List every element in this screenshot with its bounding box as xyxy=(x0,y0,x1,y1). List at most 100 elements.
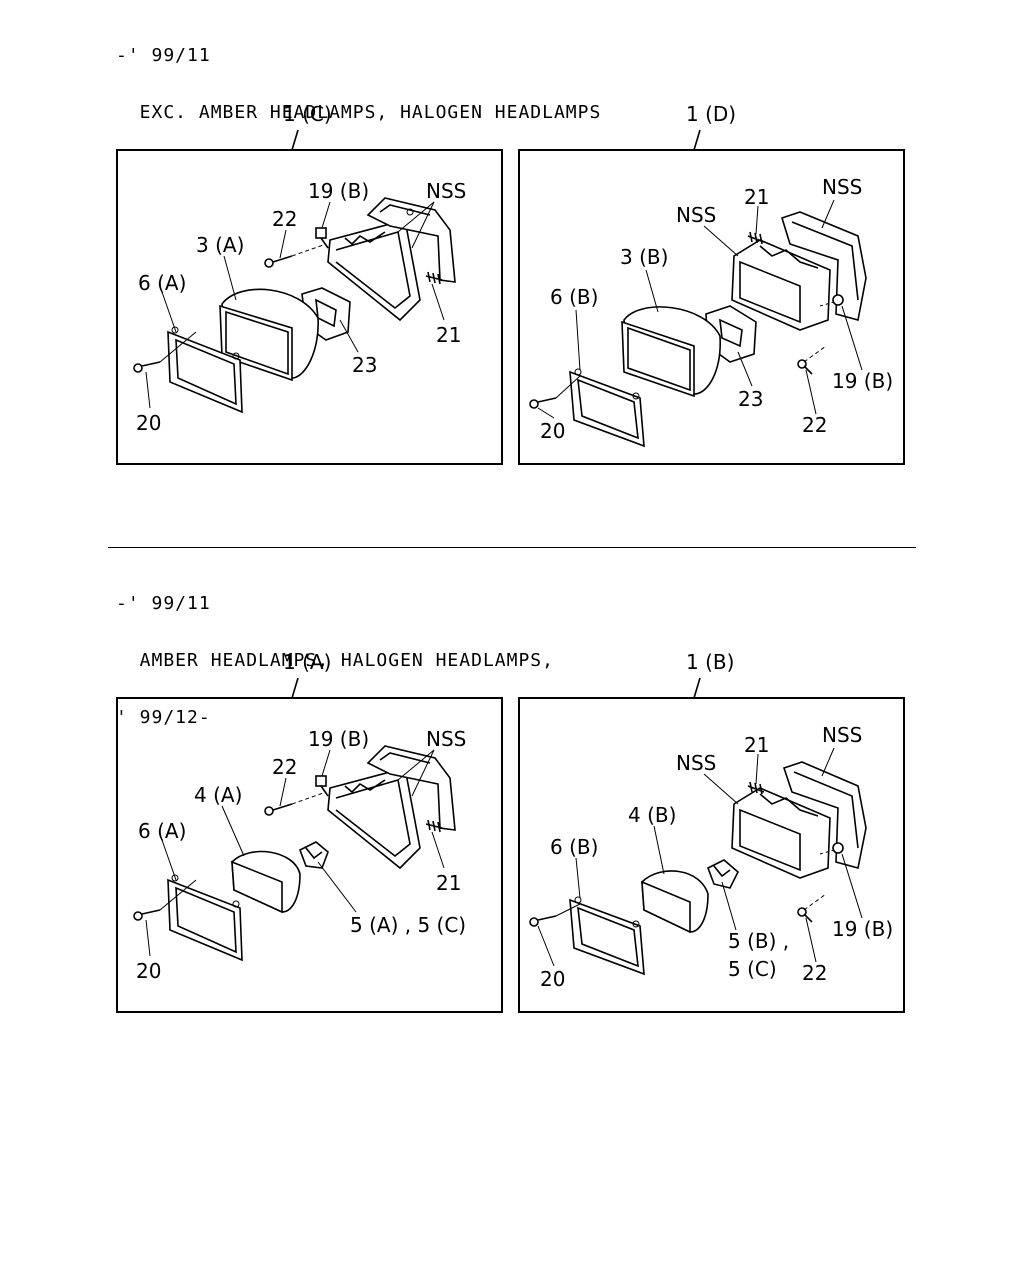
screw-20 xyxy=(133,879,197,921)
panel-a-frame xyxy=(116,697,503,1013)
label-22: 22 xyxy=(802,413,827,437)
leader-6b xyxy=(575,309,581,371)
nss-bracket xyxy=(781,211,867,321)
label-nss-1: NSS xyxy=(822,723,862,747)
leader-21 xyxy=(755,753,759,785)
sealed-beam-3b xyxy=(621,306,721,398)
leader-5 xyxy=(317,861,357,913)
label-5c: 5 (C) xyxy=(728,957,777,981)
leader-nss-2 xyxy=(411,749,435,797)
label-nss: NSS xyxy=(426,727,466,751)
label-21: 21 xyxy=(744,733,769,757)
section2-date-end: ' 99/12- xyxy=(116,707,211,728)
screw-22 xyxy=(264,243,327,268)
leader-20 xyxy=(537,407,555,419)
screw-21 xyxy=(747,231,765,245)
leader-19b xyxy=(841,305,863,371)
label-20: 20 xyxy=(540,419,565,443)
lens-4b xyxy=(641,870,709,934)
label-3a: 3 (A) xyxy=(196,233,244,257)
panel-d-frame xyxy=(518,149,905,465)
leader-21 xyxy=(431,831,445,869)
panel-a-drawing: 19 (B) NSS 22 4 (A) 6 (A) 21 5 (A) , 5 (… xyxy=(133,727,466,983)
panel-c-title: 1 (C) xyxy=(283,102,332,126)
leader-21 xyxy=(431,283,445,321)
screw-20 xyxy=(529,903,581,927)
screw-19b xyxy=(315,227,329,249)
leader-4a xyxy=(221,805,245,857)
label-4a: 4 (A) xyxy=(194,783,242,807)
panel-c-frame xyxy=(116,149,503,465)
label-6a: 6 (A) xyxy=(138,819,186,843)
panel-a-title-leader xyxy=(291,677,299,699)
label-20: 20 xyxy=(136,959,161,983)
label-nss-1: NSS xyxy=(822,175,862,199)
section2-date: -' 99/11 xyxy=(116,593,211,614)
leader-22 xyxy=(805,369,817,415)
section1-header: -' 99/11 EXC. AMBER HEADLAMPS, HALOGEN H… xyxy=(116,8,601,141)
leader-nss-1 xyxy=(397,201,435,233)
label-3b: 3 (B) xyxy=(620,245,668,269)
leader-19b xyxy=(321,749,331,777)
leader-nss-1 xyxy=(397,749,435,781)
leader-nss-1 xyxy=(821,199,835,229)
leader-4b xyxy=(653,825,665,875)
panel-b-title: 1 (B) xyxy=(686,650,735,674)
panel-c-title-leader xyxy=(291,129,299,151)
label-6a: 6 (A) xyxy=(138,271,186,295)
leader-5 xyxy=(721,881,737,931)
label-5: 5 (A) , 5 (C) xyxy=(350,913,466,937)
label-6b: 6 (B) xyxy=(550,835,598,859)
label-22: 22 xyxy=(272,755,297,779)
leader-21 xyxy=(755,205,759,235)
leader-nss-2 xyxy=(703,225,739,257)
label-23: 23 xyxy=(352,353,377,377)
section-divider xyxy=(108,547,916,548)
housing-bucket xyxy=(731,787,831,879)
label-nss: NSS xyxy=(426,179,466,203)
label-20: 20 xyxy=(540,967,565,991)
nss-bracket xyxy=(366,745,456,831)
section1-description: EXC. AMBER HEADLAMPS, HALOGEN HEADLAMPS xyxy=(116,102,602,123)
screw-22 xyxy=(797,345,827,375)
label-19b: 19 (B) xyxy=(832,917,893,941)
leader-3a xyxy=(223,255,237,301)
section2-header: -' 99/11 AMBER HEADLAMPS, HALOGEN HEADLA… xyxy=(116,556,554,746)
lens-4a xyxy=(231,850,301,914)
label-6b: 6 (B) xyxy=(550,285,598,309)
section2-description: AMBER HEADLAMPS, HALOGEN HEADLAMPS, xyxy=(116,650,554,671)
leader-6b xyxy=(575,857,581,899)
label-19b: 19 (B) xyxy=(308,727,369,751)
screw-22 xyxy=(797,893,827,923)
leader-6a xyxy=(161,839,177,881)
screw-20 xyxy=(529,375,581,409)
leader-nss-2 xyxy=(411,201,435,249)
panel-d-drawing: NSS NSS 21 3 (B) 6 (B) 19 (B) 23 22 20 xyxy=(529,175,893,448)
bulb-5 xyxy=(706,859,739,889)
panel-b-frame xyxy=(518,697,905,1013)
screw-21 xyxy=(747,781,765,795)
leader-20 xyxy=(145,371,151,409)
panel-b-title-leader xyxy=(693,677,701,699)
screw-20 xyxy=(133,331,197,373)
leader-6a xyxy=(161,291,177,333)
screw-19b xyxy=(315,775,329,797)
leader-23 xyxy=(737,351,753,387)
screw-21 xyxy=(425,819,443,833)
label-nss-2: NSS xyxy=(676,203,716,227)
panel-d-title: 1 (D) xyxy=(686,102,737,126)
screw-22 xyxy=(264,791,327,816)
panel-a-title: 1 (A) xyxy=(283,650,332,674)
bulb-5 xyxy=(298,841,329,869)
leader-19b xyxy=(321,201,331,229)
label-4b: 4 (B) xyxy=(628,803,676,827)
leader-nss-2 xyxy=(703,773,739,805)
leader-3b xyxy=(645,269,659,313)
label-22: 22 xyxy=(802,961,827,985)
retaining-ring-6b xyxy=(569,368,645,448)
label-22: 22 xyxy=(272,207,297,231)
leader-22 xyxy=(279,229,287,259)
panel-b-drawing: NSS NSS 21 4 (B) 6 (B) 19 (B) 5 (B) , 5 … xyxy=(529,723,893,991)
retaining-ring-6a xyxy=(167,326,243,414)
